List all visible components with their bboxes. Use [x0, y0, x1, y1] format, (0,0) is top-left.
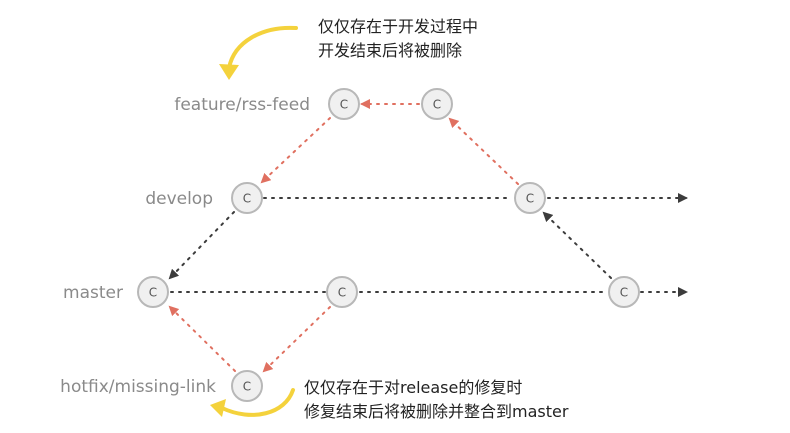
edge-hotfix-to-master [168, 305, 236, 372]
commit-label: C [340, 98, 348, 112]
hotfix-note-line2: 修复结束后将被删除并整合到master [304, 402, 569, 421]
commit-label: C [243, 380, 251, 394]
feature-note-line2: 开发结束后将被删除 [318, 41, 463, 60]
hotfix-note-arrow-head [210, 399, 226, 417]
commit-node: C [137, 276, 169, 308]
feature-note-line1: 仅仅存在于开发过程中 [318, 17, 479, 36]
hotfix-note-line1: 仅仅存在于对release的修复时 [304, 378, 523, 397]
edge-feature-to-develop [260, 117, 331, 184]
branch-label-develop: develop [145, 189, 213, 209]
edge-master-to-develop [542, 211, 612, 279]
commit-node: C [328, 88, 360, 120]
commit-label: C [338, 286, 346, 300]
commit-label: C [620, 286, 628, 300]
branch-label-master: master [63, 283, 123, 303]
commit-node: C [608, 276, 640, 308]
commit-node: C [514, 182, 546, 214]
feature-note-arrow-head [219, 64, 239, 80]
feature-note: 仅仅存在于开发过程中 开发结束后将被删除 [318, 15, 478, 63]
commit-label: C [149, 286, 157, 300]
branch-label-hotfix: hotfix/missing-link [60, 377, 216, 397]
edge-develop-to-master [168, 211, 235, 280]
edge-master-to-hotfix [262, 306, 331, 373]
commit-node: C [421, 88, 453, 120]
commit-label: C [526, 192, 534, 206]
hotfix-note-arrow [220, 388, 295, 417]
commit-label: C [433, 98, 441, 112]
commit-label: C [243, 192, 251, 206]
hotfix-note: 仅仅存在于对release的修复时 修复结束后将被删除并整合到master [304, 376, 568, 424]
commit-node: C [231, 370, 263, 402]
commit-node: C [231, 182, 263, 214]
commit-node: C [326, 276, 358, 308]
edge-develop-to-feature [448, 117, 519, 185]
branch-label-feature: feature/rss-feed [174, 95, 310, 115]
feature-note-arrow [227, 25, 298, 70]
